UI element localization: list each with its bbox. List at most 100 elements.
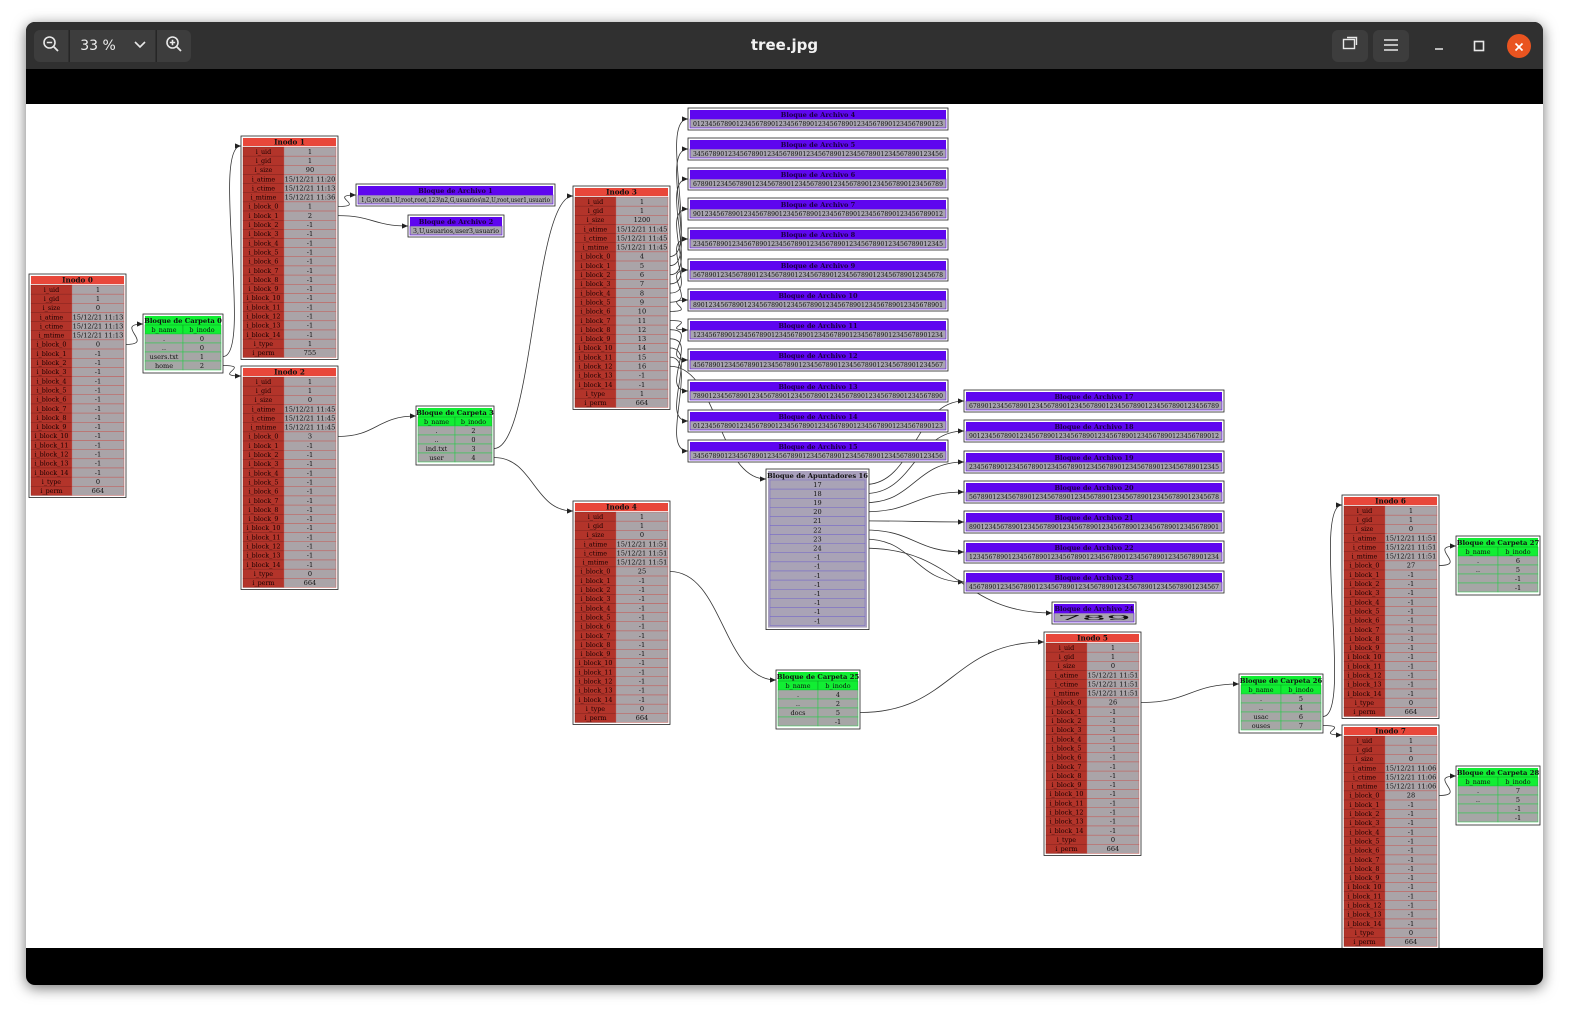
inode-field-name: i_atime — [1055, 671, 1079, 679]
hamburger-menu-icon — [1383, 37, 1399, 56]
inode-field-name: i_uid — [256, 148, 272, 156]
inode-field-value: -1 — [639, 595, 645, 603]
file-block-node: Bloque de Archivo 1401234567890123456789… — [687, 409, 949, 433]
inode-field-value: -1 — [1408, 883, 1414, 891]
main-menu-button[interactable] — [1373, 30, 1409, 62]
inode-field-name: i_block_14 — [1347, 690, 1381, 698]
inode-field-value: -1 — [1408, 653, 1414, 661]
inode-field-value: 15/12/21 11:06 — [1386, 773, 1437, 781]
edge-line — [669, 299, 689, 312]
inode-field-value: 4 — [640, 253, 644, 261]
inode-field-name: i_block_8 — [36, 414, 66, 422]
inode-field-value: 15/12/21 11:51 — [617, 540, 668, 548]
file-block-node: Bloque de Archivo 7901234567890123456789… — [687, 197, 949, 221]
fullscreen-button[interactable] — [1332, 30, 1368, 62]
inode-field-name: i_size — [255, 396, 273, 404]
folder-entry-inode: 4 — [836, 691, 840, 699]
titlebar: 33 % tree.jpg — [26, 22, 1543, 69]
inode-field-name: i_block_8 — [248, 506, 278, 514]
inode-field-name: i_block_5 — [580, 613, 610, 621]
inode-field-value: 1 — [308, 148, 312, 156]
maximize-button[interactable] — [1467, 34, 1491, 58]
chevron-down-icon — [132, 36, 148, 56]
inode-field-value: -1 — [1408, 874, 1414, 882]
inode-field-name: i_uid — [588, 198, 604, 206]
inode-field-name: i_block_7 — [248, 497, 278, 505]
inode-field-value: -1 — [1408, 828, 1414, 836]
close-button[interactable] — [1507, 34, 1531, 58]
minimize-icon — [1433, 37, 1445, 56]
fullscreen-icon — [1341, 35, 1359, 57]
inode-field-value: 15/12/21 11:51 — [1088, 671, 1139, 679]
edge-line — [1322, 504, 1343, 717]
folder-entry-inode: 2 — [200, 362, 204, 370]
edge-line — [864, 547, 1053, 614]
inode-field-value: -1 — [307, 285, 313, 293]
minimize-button[interactable] — [1427, 34, 1451, 58]
inode-field-name: i_perm — [584, 399, 606, 407]
folder-column-header: b_inodo — [461, 418, 486, 426]
inode-field-name: i_block_3 — [1349, 819, 1379, 827]
edge-arrowhead — [682, 448, 688, 454]
inode-field-value: 15/12/21 11:45 — [617, 234, 668, 242]
file-block-title: Bloque de Archivo 14 — [778, 413, 857, 421]
inode-field-value: -1 — [307, 515, 313, 523]
edge-arrowhead — [682, 327, 688, 333]
inode-field-value: 15/12/21 11:45 — [617, 225, 668, 233]
inode-field-name: i_ctime — [252, 184, 275, 192]
inode-title: Inodo 5 — [1077, 634, 1108, 643]
inode-field-name: i_perm — [1055, 845, 1077, 853]
file-block-title: Bloque de Archivo 8 — [781, 231, 856, 239]
edge-line — [669, 356, 689, 452]
zoom-out-button[interactable] — [34, 30, 68, 62]
inode-field-value: -1 — [639, 650, 645, 658]
inode-field-name: i_block_10 — [246, 294, 280, 302]
edge-arrowhead — [682, 146, 688, 152]
inode-field-name: i_block_1 — [580, 262, 610, 270]
inode-field-name: i_size — [587, 216, 605, 224]
pointer-value: 19 — [813, 499, 821, 507]
pointer-value: -1 — [814, 599, 820, 607]
folder-column-header: b_inodo — [1505, 548, 1530, 556]
folder-entry-inode: 2 — [471, 427, 475, 435]
inode-field-name: i_type — [1057, 836, 1077, 844]
inode-field-value: 13 — [638, 335, 646, 343]
inode-field-value: -1 — [1408, 635, 1414, 643]
edge-line — [669, 329, 689, 361]
file-block-node: Bloque de Archivo 1245678901234567890123… — [687, 348, 949, 372]
inode-field-name: i_block_6 — [248, 258, 278, 266]
inode-field-name: i_mtime — [1054, 690, 1080, 698]
file-block-content: 3456789012345678901234567890123456789012… — [693, 453, 943, 460]
folder-entry-inode: 6 — [1299, 713, 1303, 721]
inode-field-name: i_block_7 — [36, 405, 66, 413]
edge-arrowhead — [350, 192, 356, 198]
file-block-title: Bloque de Archivo 19 — [1054, 454, 1133, 462]
inode-field-name: i_block_0 — [580, 568, 610, 576]
inode-field-name: i_block_14 — [34, 469, 68, 477]
file-block-content: 2345678901234567890123456789012345678901… — [693, 241, 943, 248]
inode-field-name: i_block_2 — [36, 359, 66, 367]
zoom-dropdown-button[interactable] — [125, 30, 155, 62]
inode-title: Inodo 3 — [606, 188, 637, 197]
inode-field-name: i_uid — [1357, 737, 1373, 745]
inode-field-value: -1 — [1408, 681, 1414, 689]
inode-field-value: -1 — [95, 350, 101, 358]
inode-field-name: i_gid — [256, 157, 271, 165]
inode-field-name: i_block_2 — [1051, 717, 1081, 725]
inode-field-name: i_block_9 — [580, 335, 610, 343]
folder-entry-inode: 4 — [471, 454, 475, 462]
zoom-level-display[interactable]: 33 % — [69, 30, 126, 62]
pointer-value: 23 — [813, 535, 821, 543]
folder-title: Bloque de Carpeta 28 — [1457, 769, 1540, 777]
inode-field-name: i_block_13 — [578, 372, 612, 380]
folder-column-header: b_inodo — [189, 326, 214, 334]
inode-field-value: -1 — [307, 276, 313, 284]
zoom-in-button[interactable] — [156, 30, 191, 62]
inode-title: Inodo 0 — [62, 276, 93, 285]
inode-field-name: i_ctime — [584, 234, 607, 242]
inode-field-name: i_block_2 — [1349, 810, 1379, 818]
edge-arrowhead — [958, 459, 964, 465]
inode-field-value: -1 — [639, 659, 645, 667]
